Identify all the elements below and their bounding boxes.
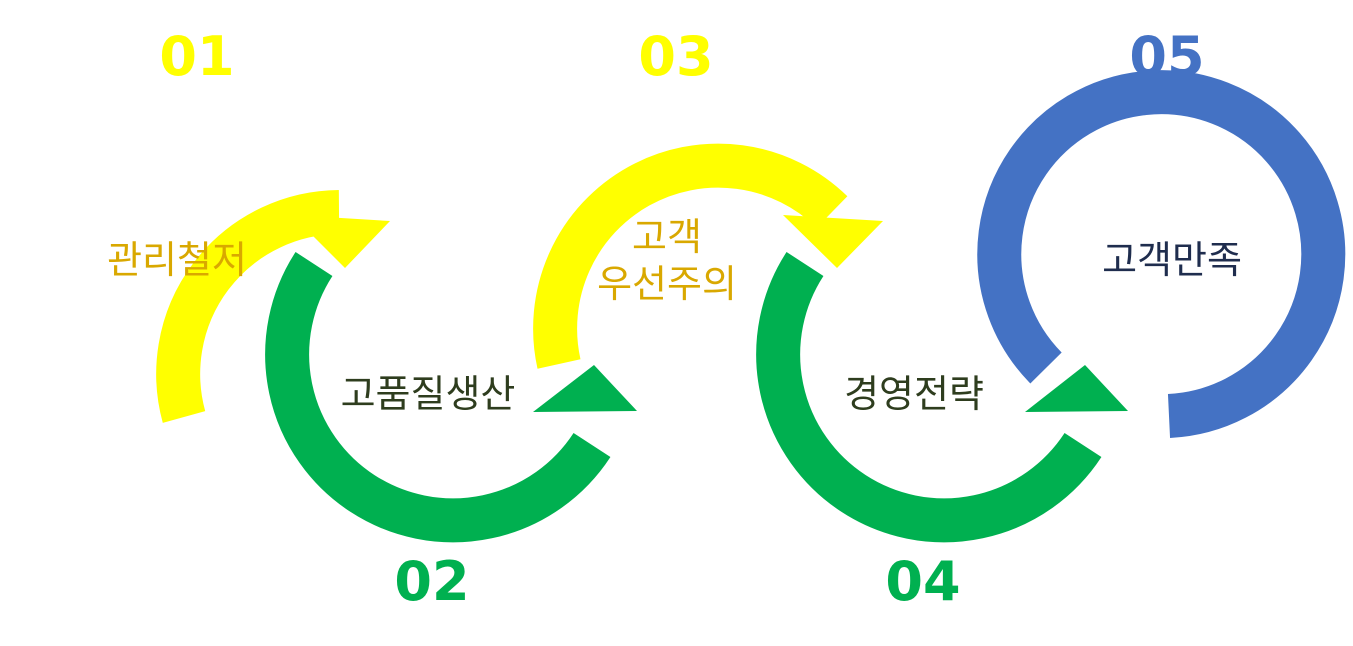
step-04-number: 04 xyxy=(885,550,960,613)
step-03-number: 03 xyxy=(638,25,713,88)
step-03-arrowhead xyxy=(783,215,883,268)
step-02-arrowhead xyxy=(533,365,637,412)
step-05-ring xyxy=(977,70,1346,438)
step-02 xyxy=(265,252,637,543)
step-03-label-line-1: 고객 xyxy=(632,215,702,259)
step-05-number: 05 xyxy=(1129,25,1204,88)
step-04-label: 경영전략 xyxy=(844,372,984,416)
step-02-arc xyxy=(265,252,611,543)
step-01: 01 관리철저 xyxy=(107,25,390,423)
step-01-number: 01 xyxy=(159,25,234,88)
step-04-arrowhead xyxy=(1025,365,1128,412)
step-04-arc xyxy=(756,252,1102,543)
step-05-label: 고객만족 xyxy=(1102,238,1242,282)
step-03 xyxy=(533,143,883,369)
step-01-label: 관리철저 xyxy=(107,238,247,282)
step-05 xyxy=(977,70,1346,438)
step-03-arc xyxy=(533,143,848,369)
step-03-label-line-2: 우선주의 xyxy=(597,262,737,306)
step-01-arrowhead xyxy=(292,215,390,268)
step-02-number: 02 xyxy=(394,550,469,613)
step-02-label: 고품질생산 xyxy=(341,372,516,416)
step-04 xyxy=(756,252,1128,543)
